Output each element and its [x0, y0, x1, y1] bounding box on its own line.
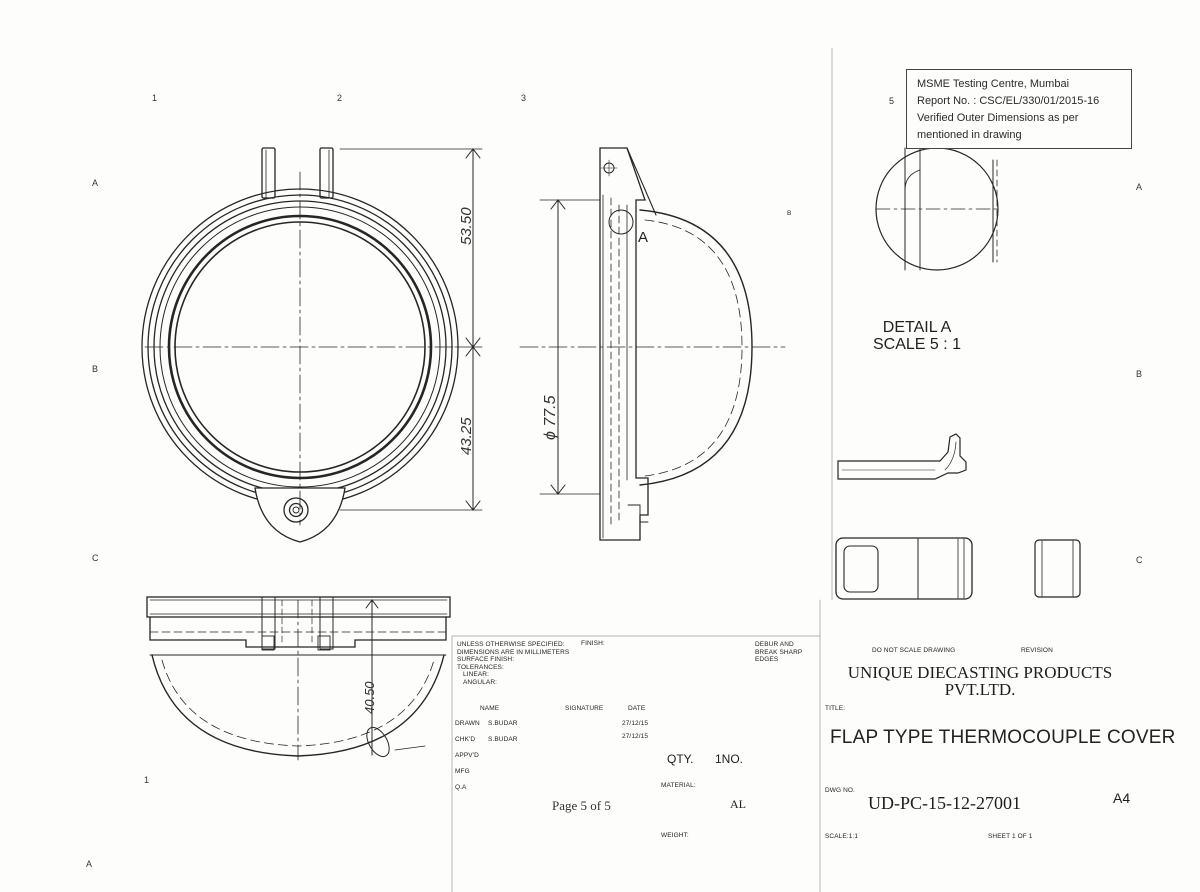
- title-block-frame: [451, 47, 833, 892]
- detail-a-label: DETAIL A SCALE 5 : 1: [862, 319, 972, 353]
- company-line-1: UNIQUE DIECASTING PRODUCTS: [847, 663, 1113, 682]
- zone-left-c: C: [92, 553, 99, 563]
- finish-label: FINISH:: [581, 640, 605, 647]
- dimension-40-50: 40.50: [362, 681, 377, 714]
- company-name: UNIQUE DIECASTING PRODUCTS PVT.LTD.: [842, 664, 1118, 698]
- zone-top-1: 1: [152, 93, 158, 103]
- note-surface-finish: SURFACE FINISH:: [457, 656, 515, 663]
- note-linear: LINEAR:: [463, 671, 489, 678]
- clip-top-view: [835, 537, 1081, 600]
- zone-right-c: C: [1136, 555, 1143, 565]
- qty-label: QTY.: [667, 752, 694, 766]
- row-date: 27/12/15: [622, 720, 649, 727]
- dimension-diameter-77-5: ϕ 77.5: [542, 395, 559, 440]
- revision-label: REVISION: [1021, 647, 1053, 654]
- verification-stamp: MSME Testing Centre, Mumbai Report No. :…: [906, 69, 1132, 149]
- zone-top-3: 3: [521, 93, 527, 103]
- row-name: S.BUDAR: [488, 736, 518, 743]
- zone-top-2: 2: [337, 93, 343, 103]
- material-label: MATERIAL:: [661, 782, 696, 789]
- clip-side-view: [837, 433, 967, 480]
- section-mark-a: A: [638, 229, 649, 246]
- debur-line-3: EDGES: [755, 656, 779, 663]
- front-view: [141, 147, 483, 543]
- weight-label: WEIGHT:: [661, 832, 689, 839]
- stamp-line-3: Verified Outer Dimensions as per: [917, 112, 1079, 124]
- detail-a-title: DETAIL A: [882, 319, 952, 336]
- zone-right-b: B: [1136, 369, 1143, 379]
- dimension-53-50: 53.50: [458, 207, 475, 245]
- general-notes: UNLESS OTHERWISE SPECIFIED: DIMENSIONS A…: [457, 641, 569, 686]
- zone-bottom-a: A: [86, 859, 93, 869]
- debur-line-2: BREAK SHARP: [755, 648, 803, 656]
- row-name: S.BUDAR: [488, 720, 518, 727]
- section-view: [146, 596, 451, 761]
- stamp-line-1: MSME Testing Centre, Mumbai: [917, 78, 1070, 90]
- do-not-scale-note: DO NOT SCALE DRAWING: [872, 647, 956, 654]
- detail-a-view: [875, 147, 999, 271]
- row-role: DRAWN: [455, 720, 480, 727]
- row-date: 27/12/15: [622, 733, 649, 740]
- scale-label: SCALE:1:1: [825, 833, 859, 840]
- zone-left-b: B: [92, 364, 99, 374]
- title-label: TITLE:: [825, 705, 846, 712]
- row-role: APPV'D: [455, 752, 479, 759]
- material-value: AL: [730, 797, 746, 811]
- row-role: Q.A: [455, 784, 467, 791]
- note-angular: ANGULAR:: [463, 678, 498, 686]
- row-role: CHK'D: [455, 736, 476, 743]
- company-line-2: PVT.LTD.: [944, 680, 1016, 699]
- drawing-number: UD-PC-15-12-27001: [868, 793, 1021, 813]
- drawing-title: FLAP TYPE THERMOCOUPLE COVER: [830, 727, 1176, 748]
- debur-line-1: DEBUR AND: [755, 641, 794, 648]
- dwg-no-label: DWG NO.: [825, 787, 855, 794]
- sheet-count: SHEET 1 OF 1: [988, 833, 1033, 840]
- page-number: Page 5 of 5: [552, 798, 611, 813]
- stamp-line-2: Report No. : CSC/EL/330/01/2015-16: [917, 95, 1100, 107]
- debur-note: DEBUR AND BREAK SHARP EDGES: [755, 641, 802, 664]
- dimension-43-25: 43.25: [458, 417, 475, 455]
- note-dimensions-mm: DIMENSIONS ARE IN MILLIMETERS: [457, 648, 570, 656]
- row-role: MFG: [455, 768, 470, 775]
- col-signature-header: SIGNATURE: [565, 705, 604, 712]
- col-date-header: DATE: [628, 705, 646, 712]
- zone-top-5: 5: [889, 96, 895, 106]
- zone-right-a: A: [1136, 182, 1143, 192]
- sheet-size: A4: [1113, 790, 1131, 806]
- note-tolerances: TOLERANCES:: [457, 663, 504, 671]
- col-name-header: NAME: [480, 705, 500, 712]
- zone-bottom-1: 1: [144, 775, 150, 785]
- detail-a-scale: SCALE 5 : 1: [872, 336, 962, 353]
- zone-left-a: A: [92, 178, 99, 188]
- stamp-line-4: mentioned in drawing: [917, 129, 1022, 141]
- zone-mark-b: B: [787, 210, 792, 217]
- note-unless-specified: UNLESS OTHERWISE SPECIFIED:: [457, 641, 565, 648]
- side-view: [519, 147, 786, 541]
- qty-value: 1NO.: [715, 752, 744, 766]
